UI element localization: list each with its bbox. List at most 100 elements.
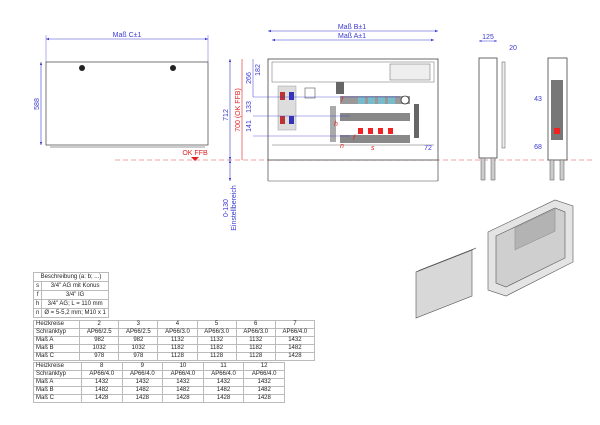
marker-f2: f [353, 135, 356, 142]
table-cell: 1032 [118, 344, 159, 353]
table-cell: 1428 [121, 394, 164, 403]
row-header: Heizkreise [33, 362, 82, 371]
adjust-range-caption: Einstellbereich [231, 185, 238, 231]
table-cell: 978 [118, 352, 159, 361]
table-cell: 1132 [157, 336, 198, 345]
table-cell: 982 [118, 336, 159, 345]
isometric-view [415, 199, 574, 319]
desc-key: s [32, 281, 43, 291]
table-cell: AP66/4.0 [80, 370, 123, 379]
table-cell: 1432 [274, 336, 316, 345]
table-cell: AP66/4.0 [243, 370, 285, 379]
table-cell: 1128 [196, 352, 237, 361]
table-cell: 1428 [162, 394, 204, 403]
table-cell: 1128 [157, 352, 198, 361]
table-cell: AP66/3.0 [157, 328, 198, 337]
table-cell: 1132 [235, 336, 276, 345]
table-cell: 1032 [79, 344, 120, 353]
marker-f: f [341, 97, 344, 104]
desc-value: Ø = 5-5,2 mm; M10 x 1 [41, 308, 109, 318]
row-header: Maß C [33, 394, 82, 403]
table-cell: 1132 [196, 336, 237, 345]
description-header: Beschreibung (a: b; ...) [33, 272, 109, 282]
table-cell: 1128 [235, 352, 276, 361]
table-cell: 12 [243, 362, 285, 371]
dim-0-130: 0-130 [223, 199, 230, 217]
table-cell: 10 [162, 362, 204, 371]
marker-h: h [334, 121, 338, 128]
table-cell: 1482 [274, 344, 316, 353]
table-cell: 1432 [243, 378, 285, 387]
table-cell: 5 [196, 320, 237, 329]
table-cell: 1428 [243, 394, 285, 403]
marker-n: n [340, 143, 344, 150]
desc-key: h [32, 299, 43, 309]
dim-141: 141 [246, 120, 253, 132]
table-cell: 1182 [196, 344, 237, 353]
front-cover-view: Maß C±1 588 OK FFB [34, 32, 209, 161]
table-cell: 1428 [80, 394, 123, 403]
table-cell: AP66/4.0 [202, 370, 245, 379]
row-header: Maß C [32, 352, 81, 361]
desc-value: 3/4" AG; L = 110 mm [41, 299, 109, 309]
row-header: Maß B [33, 386, 82, 395]
dim-266: 266 [246, 72, 253, 84]
manifold-front-view: Maß B±1 Maß A±1 712 700 (OK FFB) 266 182… [223, 24, 439, 231]
dim-588: 588 [34, 98, 41, 110]
table-cell: 1428 [202, 394, 245, 403]
table-cell: 1482 [80, 386, 123, 395]
dim-182: 182 [255, 64, 262, 76]
dim-72: 72 [424, 145, 432, 152]
desc-key: n [32, 308, 43, 318]
dim-712: 712 [223, 109, 230, 121]
row-header: Maß A [32, 336, 81, 345]
dim-mass-c: Maß C±1 [113, 32, 142, 39]
table-cell: 1482 [202, 386, 245, 395]
table-cell: 1428 [274, 352, 316, 361]
table-cell: AP66/2.5 [118, 328, 159, 337]
table-cell: 1482 [162, 386, 204, 395]
floor-marker-icon [191, 157, 199, 161]
table-cell: 1182 [235, 344, 276, 353]
row-header: Schranktyp [33, 370, 82, 379]
table-cell: 6 [235, 320, 276, 329]
table-cell: AP66/4.0 [162, 370, 204, 379]
row-header: Schranktyp [32, 328, 81, 337]
dim-mass-b: Maß B±1 [338, 24, 366, 31]
side-view-manifold: 43 68 [534, 57, 568, 181]
table-cell: AP66/3.0 [235, 328, 276, 337]
dim-133: 133 [246, 101, 253, 113]
table-cell: AP66/2.5 [79, 328, 120, 337]
dim-68: 68 [534, 144, 542, 151]
desc-value: 3/4" IG [41, 290, 109, 300]
table-cell: 8 [80, 362, 123, 371]
row-header: Maß B [32, 344, 81, 353]
side-view: 125 20 [478, 34, 517, 181]
row-header: Maß A [33, 378, 82, 387]
table-cell: 1432 [80, 378, 123, 387]
screw-icon [170, 65, 176, 71]
table-cell: 1432 [121, 378, 164, 387]
table-cell: AP66/4.0 [274, 328, 316, 337]
table-cell: 7 [274, 320, 316, 329]
dim-mass-a: Maß A±1 [338, 33, 366, 40]
table-cell: 1432 [202, 378, 245, 387]
screw-icon [79, 65, 85, 71]
table-cell: 2 [79, 320, 120, 329]
dim-700-ok-ffb: 700 (OK FFB) [235, 88, 242, 132]
dim-20: 20 [509, 45, 517, 52]
ok-ffb-label: OK FFB [182, 150, 208, 157]
